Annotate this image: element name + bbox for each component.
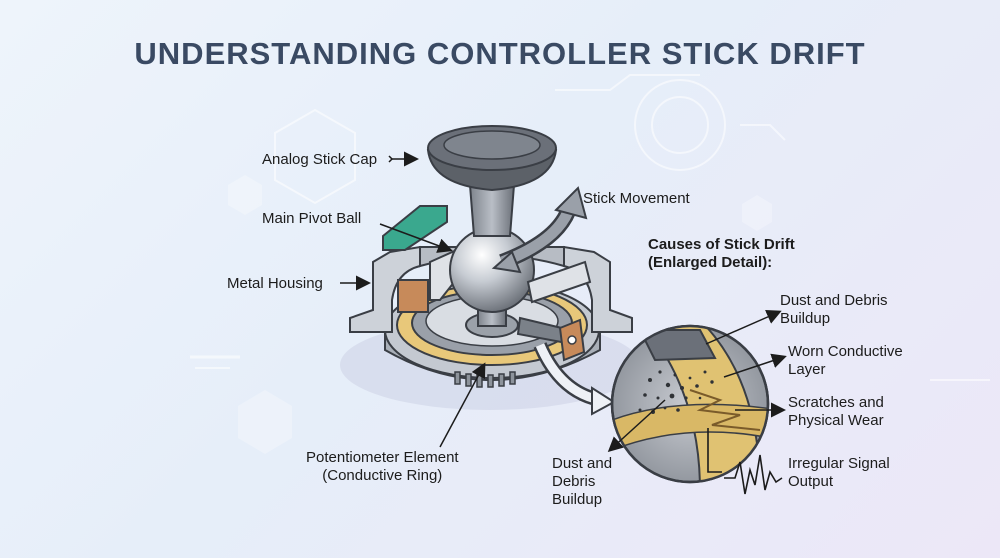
signal-line-1: Irregular Signal <box>788 455 890 472</box>
label-stick-movement: Stick Movement <box>583 190 690 207</box>
label-dust-debris-top: Dust and Debris Buildup <box>780 292 888 328</box>
potentiometer-line-2: (Conductive Ring) <box>322 467 443 484</box>
label-worn-conductive-layer: Worn Conductive Layer <box>788 343 903 379</box>
label-analog-stick-cap: Analog Stick Cap <box>262 151 378 168</box>
label-irregular-signal-output: Irregular Signal Output <box>788 455 890 491</box>
pivot-ball <box>449 227 535 313</box>
signal-line-2: Output <box>788 473 834 490</box>
label-scratches-physical-wear: Scratches and Physical Wear <box>788 394 884 430</box>
dust-top-line-2: Buildup <box>780 310 831 327</box>
scratches-line-1: Scratches and <box>788 394 884 411</box>
background-decoration <box>190 74 990 454</box>
scratches-line-2: Physical Wear <box>788 412 884 429</box>
label-main-pivot-ball: Main Pivot Ball <box>262 210 362 227</box>
potentiometer-line-1: Potentiometer Element <box>306 449 459 466</box>
page-title: UNDERSTANDING CONTROLLER STICK DRIFT <box>134 36 866 71</box>
detail-heading: Causes of Stick Drift (Enlarged Detail): <box>648 236 795 272</box>
label-metal-housing: Metal Housing <box>227 275 323 292</box>
enlarged-detail-circle <box>610 324 770 484</box>
joystick-module <box>340 125 640 410</box>
dust-bottom-line-3: Buildup <box>552 491 603 508</box>
dust-bottom-line-1: Dust and <box>552 455 613 472</box>
dust-bottom-line-2: Debris <box>552 473 596 490</box>
label-dust-debris-bottom: Dust and Debris Buildup <box>552 455 612 509</box>
detail-heading-line-1: Causes of Stick Drift <box>648 236 795 253</box>
worn-line-2: Layer <box>788 361 826 378</box>
detail-heading-line-2: (Enlarged Detail): <box>648 254 773 271</box>
worn-line-1: Worn Conductive <box>788 343 903 360</box>
dust-top-line-1: Dust and Debris <box>780 292 888 309</box>
irregular-signal-waveform <box>724 454 783 495</box>
label-potentiometer-element: Potentiometer Element (Conductive Ring) <box>306 449 459 485</box>
